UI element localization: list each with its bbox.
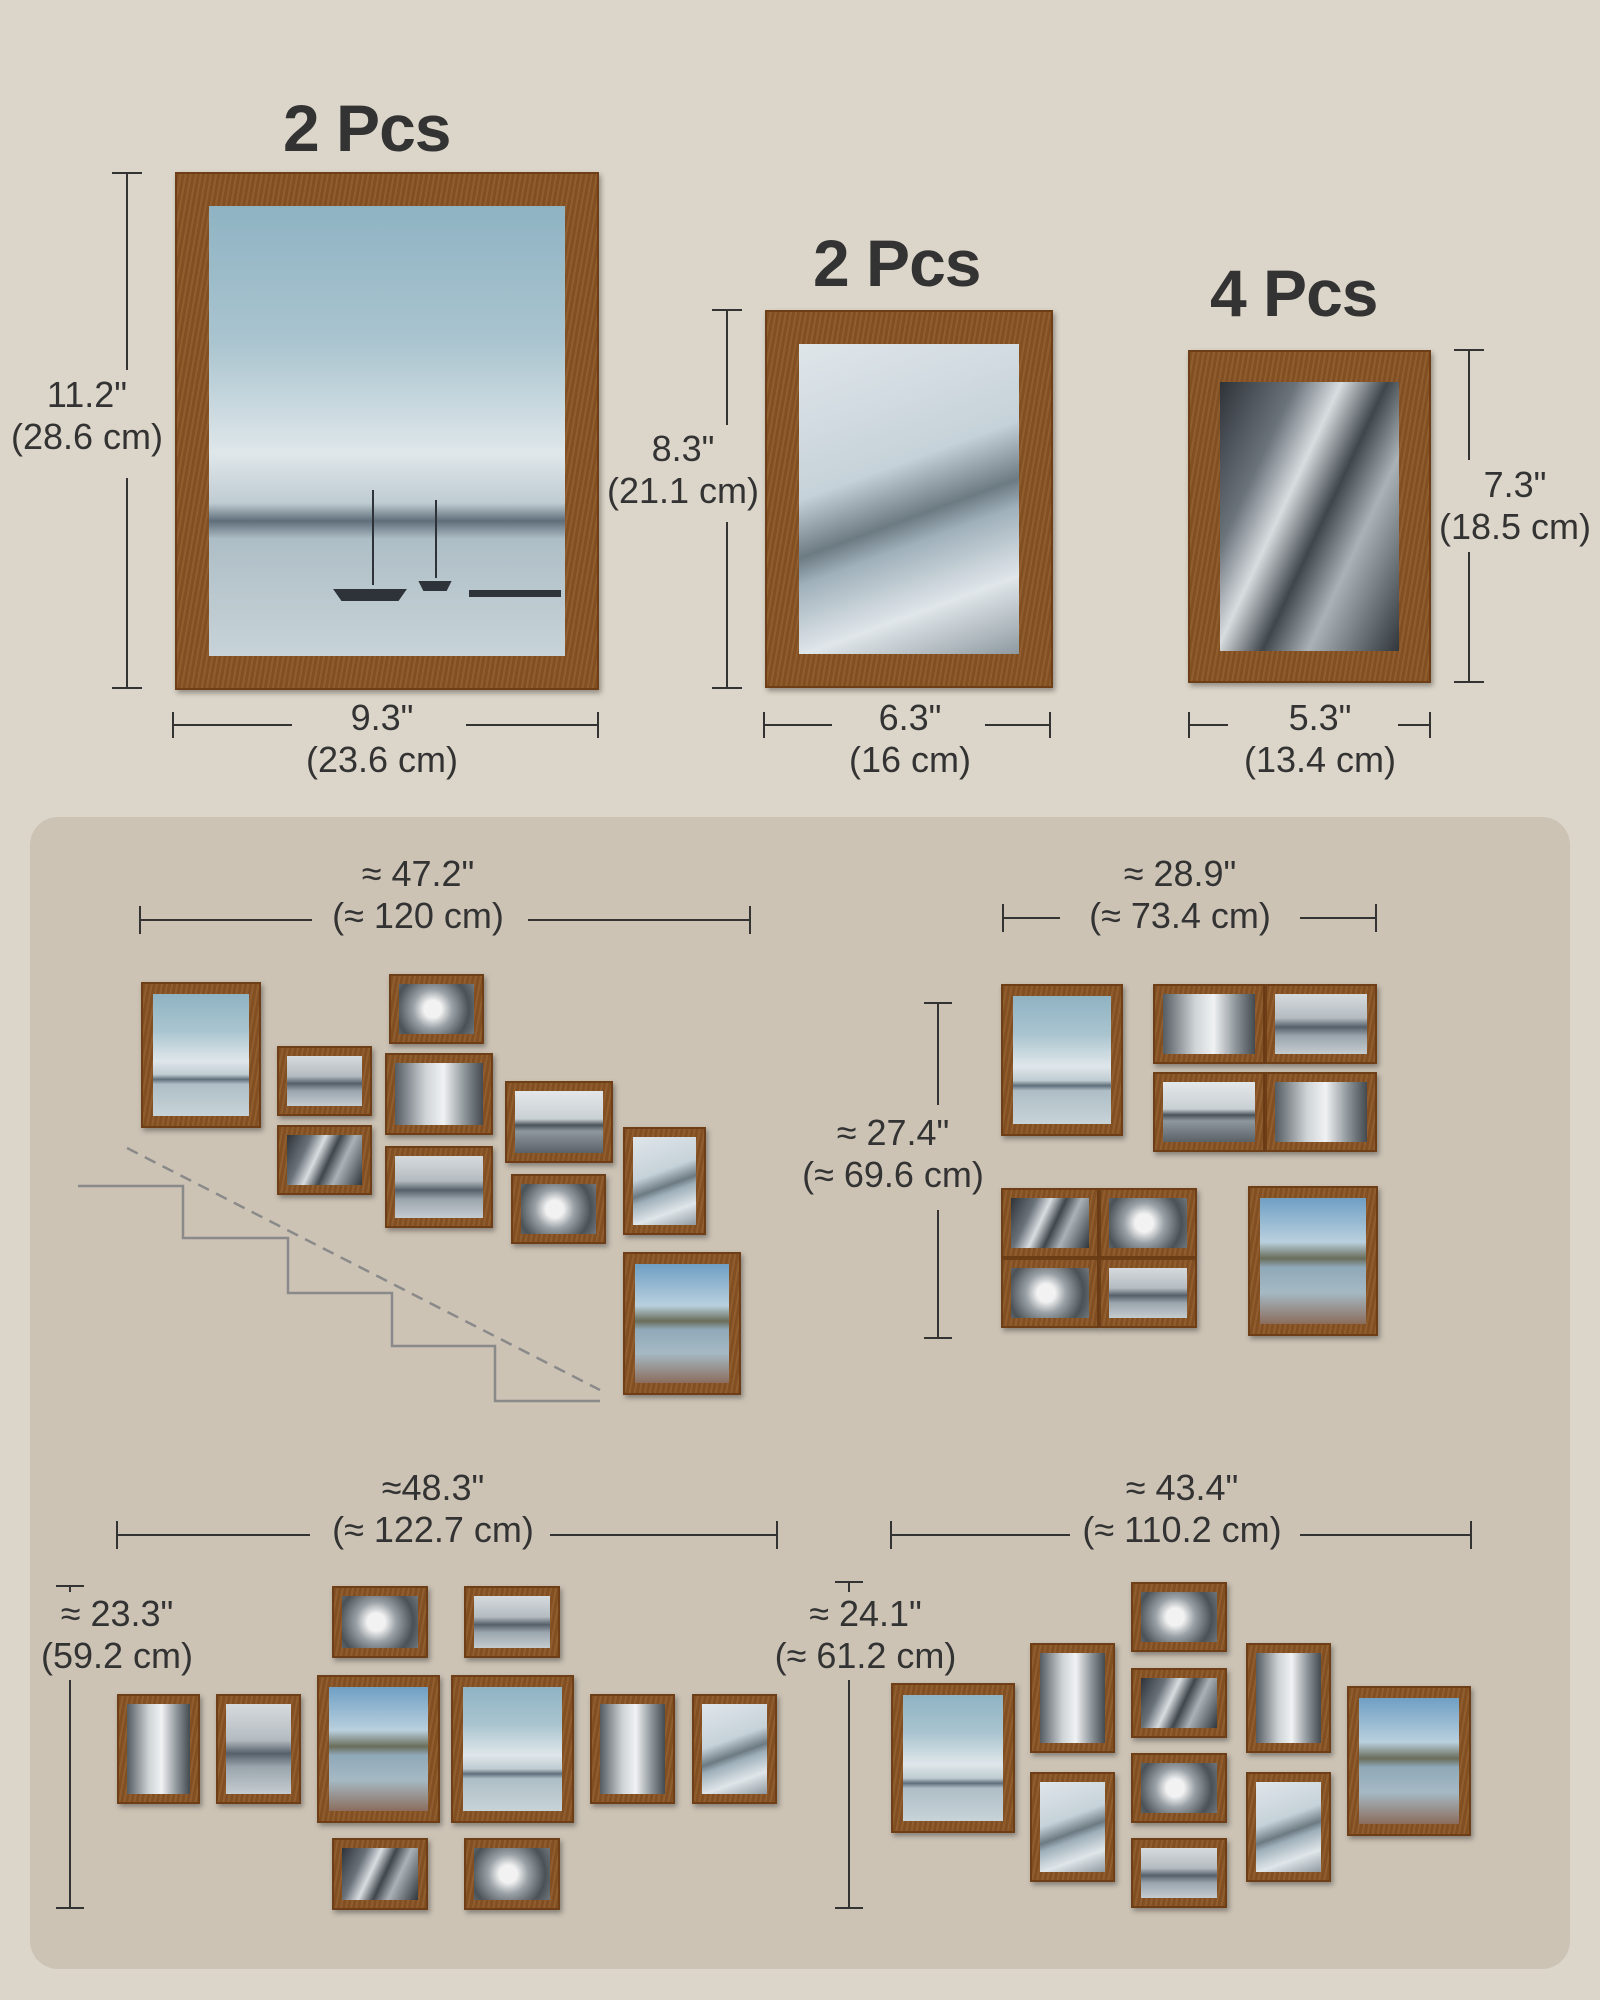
row-frame-3: [317, 1675, 440, 1823]
layout2-width-label: ≈ 28.9" (≈ 73.4 cm): [1089, 853, 1271, 936]
frame-small: [1188, 350, 1431, 683]
stair-frame-6: [385, 1146, 493, 1228]
grid-frame-6: [1001, 1188, 1099, 1258]
staircase-outline: [78, 1146, 601, 1403]
grid-frame-8: [1001, 1258, 1099, 1328]
grid-frame-2: [1153, 984, 1265, 1064]
row-frame-2: [216, 1694, 301, 1804]
fjord-photo: [799, 344, 1019, 654]
diamond-frame-1: [891, 1683, 1015, 1833]
row-frame-8: [464, 1586, 560, 1658]
layout1-width-label: ≈ 47.2" (≈ 120 cm): [332, 853, 504, 936]
diamond-frame-3: [1030, 1772, 1115, 1882]
count-medium: 2 Pcs: [813, 226, 981, 300]
grid-frame-7: [1099, 1188, 1197, 1258]
frame-large: [175, 172, 599, 690]
row-frame-9: [332, 1838, 428, 1910]
stair-frame-4: [389, 974, 484, 1044]
stair-frame-9: [623, 1127, 706, 1235]
row-frame-10: [464, 1838, 560, 1910]
diamond-frame-6: [1131, 1753, 1227, 1823]
height-label-medium: 8.3" (21.1 cm): [606, 428, 760, 511]
height-label-large: 11.2" (28.6 cm): [10, 374, 164, 457]
width-label-medium: 6.3" (16 cm): [848, 697, 971, 780]
grid-frame-9: [1099, 1258, 1197, 1328]
diamond-frame-8: [1246, 1643, 1331, 1753]
diamond-frame-2: [1030, 1643, 1115, 1753]
mountain-valley-photo: [1220, 382, 1399, 651]
row-frame-7: [332, 1586, 428, 1658]
diamond-frame-7: [1131, 1838, 1227, 1908]
row-frame-5: [590, 1694, 675, 1804]
stair-frame-2: [277, 1046, 372, 1116]
diamond-frame-5: [1131, 1668, 1227, 1738]
stair-frame-3: [277, 1125, 372, 1195]
stair-frame-1: [141, 982, 261, 1128]
stair-frame-10: [623, 1252, 741, 1395]
diamond-frame-9: [1246, 1772, 1331, 1882]
width-label-large: 9.3" (23.6 cm): [305, 697, 459, 780]
layout4-height-label: ≈ 24.1" (≈ 61.2 cm): [774, 1593, 957, 1676]
sailboat-icon: [333, 490, 561, 601]
diamond-frame-4: [1131, 1582, 1227, 1652]
count-small: 4 Pcs: [1210, 256, 1378, 330]
row-frame-1: [117, 1694, 200, 1804]
width-label-small: 5.3" (13.4 cm): [1243, 697, 1397, 780]
row-frame-4: [451, 1675, 574, 1823]
layout2-height-label: ≈ 27.4" (≈ 69.6 cm): [802, 1112, 984, 1195]
row-frame-6: [692, 1694, 777, 1804]
layout3-width-label: ≈48.3" (≈ 122.7 cm): [332, 1467, 534, 1550]
grid-frame-3: [1265, 984, 1377, 1064]
grid-frame-10: [1248, 1186, 1378, 1336]
grid-frame-5: [1265, 1072, 1377, 1152]
lake-sailboat-photo: [209, 206, 565, 656]
stair-frame-8: [511, 1174, 606, 1244]
stair-frame-5: [385, 1053, 493, 1135]
count-large: 2 Pcs: [283, 91, 451, 165]
frame-medium: [765, 310, 1053, 688]
height-label-small: 7.3" (18.5 cm): [1438, 464, 1592, 547]
grid-frame-4: [1153, 1072, 1265, 1152]
layout3-height-label: ≈ 23.3" (59.2 cm): [40, 1593, 194, 1676]
layout4-width-label: ≈ 43.4" (≈ 110.2 cm): [1082, 1467, 1282, 1550]
stair-frame-7: [505, 1081, 613, 1163]
grid-frame-1: [1001, 984, 1123, 1136]
diamond-frame-10: [1347, 1686, 1471, 1836]
